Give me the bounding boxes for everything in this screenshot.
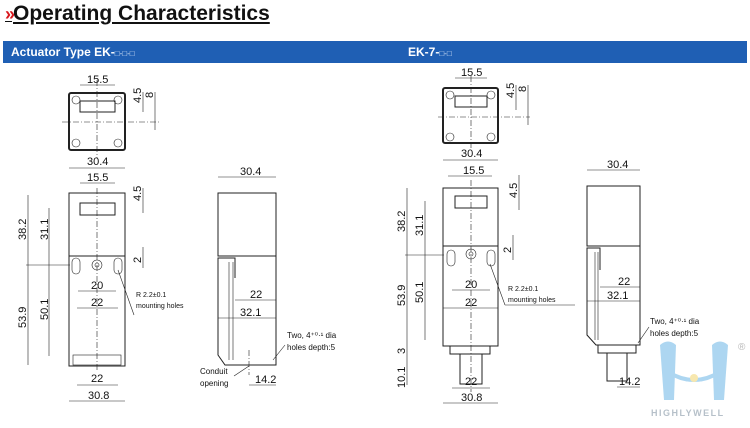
dim-label: 4.5 xyxy=(132,88,144,103)
left-variant-label: Actuator Type EK-□-□-□ xyxy=(11,45,135,59)
dim-label: 2 xyxy=(132,257,144,263)
right-label: EK-7- xyxy=(408,45,440,59)
dim-label: 31.1 xyxy=(414,215,426,236)
note-text: mounting holes xyxy=(508,297,556,304)
dim-label: 10.1 xyxy=(396,367,408,388)
dim-label: 50.1 xyxy=(39,299,51,320)
note-text: Conduit xyxy=(200,367,228,376)
note-text: R 2.2±0.1 xyxy=(136,292,166,299)
title-text: Operating Characteristics xyxy=(13,2,270,25)
dim-label: 50.1 xyxy=(414,282,426,303)
dim-label: 14.2 xyxy=(619,376,640,388)
dim-label: 22 xyxy=(465,376,477,388)
dim-label: 30.4 xyxy=(607,159,628,171)
dim-label: 38.2 xyxy=(17,219,29,240)
dim-label: 32.1 xyxy=(607,290,628,302)
dim-label: 15.5 xyxy=(463,165,484,177)
dim-label: 53.9 xyxy=(396,285,408,306)
dim-label: 30.4 xyxy=(87,156,108,168)
dim-label: 20 xyxy=(465,279,477,291)
ek7-front-view: 30.4 15.5 4.5 38.2 31.1 2 20 22 R 2.2±0.… xyxy=(396,148,575,404)
right-variant-label: EK-7-□-□ xyxy=(408,45,452,59)
chevron-icon: » xyxy=(5,3,15,24)
ek7-side-view: 30.4 22 32.1 Two, 4⁺⁰·¹ dia holes depth:… xyxy=(586,159,700,388)
note-text: holes depth:5 xyxy=(650,329,699,338)
note-text: opening xyxy=(200,379,228,388)
right-suffix: □-□ xyxy=(439,49,452,58)
dim-label: 22 xyxy=(465,297,477,309)
dim-label: 38.2 xyxy=(396,211,408,232)
dim-label: 32.1 xyxy=(240,307,261,319)
ek-front-view: 30.4 15.5 4.5 38.2 31.1 2 20 22 R 2.2±0.… xyxy=(17,156,184,402)
dim-label: 4.5 xyxy=(132,186,144,201)
note-text: Two, 4⁺⁰·¹ dia xyxy=(650,317,700,326)
dim-label: 22 xyxy=(250,289,262,301)
dim-label: 14.2 xyxy=(255,374,276,386)
ek7-top-view: 15.5 4.5 8 xyxy=(438,67,530,150)
dim-label: 8 xyxy=(517,86,529,92)
dim-label: 30.4 xyxy=(461,148,482,160)
dim-label: 53.9 xyxy=(17,307,29,328)
note-text: holes depth:5 xyxy=(287,343,336,352)
dim-label: 22 xyxy=(91,373,103,385)
section-header-bar: Actuator Type EK-□-□-□ EK-7-□-□ xyxy=(3,41,747,63)
dim-label: 15.5 xyxy=(87,172,108,184)
dim-label: 4.5 xyxy=(508,183,520,198)
dim-label: 8 xyxy=(144,92,156,98)
ek-side-view: 30.4 22 32.1 Two, 4⁺⁰·¹ dia holes depth:… xyxy=(200,166,337,388)
dim-label: 30.8 xyxy=(88,390,109,402)
dim-label: 22 xyxy=(618,276,630,288)
dim-label: 4.5 xyxy=(505,83,517,98)
page-title: »Operating Characteristics xyxy=(5,2,270,26)
note-text: R 2.2±0.1 xyxy=(508,286,538,293)
dim-label: 3 xyxy=(396,348,408,354)
dim-label: 20 xyxy=(91,280,103,292)
highlywell-logo: ® HIGHLYWELL xyxy=(651,341,746,418)
dim-label: 15.5 xyxy=(461,67,482,79)
left-label: Actuator Type EK- xyxy=(11,45,115,59)
logo-text: HIGHLYWELL xyxy=(651,408,725,418)
dim-label: 30.4 xyxy=(240,166,261,178)
dim-label: 22 xyxy=(91,297,103,309)
note-text: Two, 4⁺⁰·¹ dia xyxy=(287,331,337,340)
left-suffix: □-□-□ xyxy=(114,49,135,58)
registered-mark: ® xyxy=(738,342,746,353)
dim-label: 31.1 xyxy=(39,219,51,240)
note-text: mounting holes xyxy=(136,303,184,310)
dim-label: 2 xyxy=(502,247,514,253)
dim-label: 30.8 xyxy=(461,392,482,404)
ek-top-view: 15.5 4.5 8 xyxy=(62,74,160,158)
dim-label: 15.5 xyxy=(87,74,108,86)
